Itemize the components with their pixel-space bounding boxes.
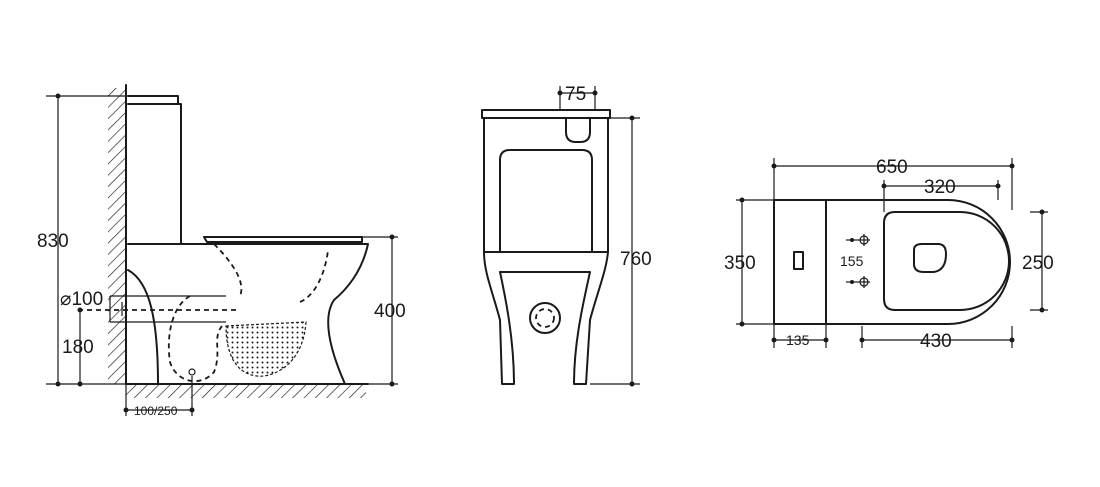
dim-rough-in: 100/250 — [134, 404, 178, 418]
foot-curve — [127, 269, 159, 385]
flush-button-icon — [565, 117, 591, 143]
base-outline — [483, 251, 609, 385]
outlet-pipe — [109, 295, 226, 323]
drain-icon — [913, 243, 947, 273]
dim-430: 430 — [920, 331, 952, 352]
top-view: 155 650 320 350 250 135 — [724, 157, 1054, 352]
side-view: 830 ⌀100 180 400 100/250 — [37, 84, 406, 418]
tank-body — [483, 117, 609, 253]
body-outline — [127, 243, 369, 385]
dim-400: 400 — [374, 301, 406, 322]
outlet-outer — [529, 302, 561, 334]
top-outline — [773, 199, 1011, 325]
dim-650: 650 — [876, 157, 908, 178]
dim-155: 155 — [840, 253, 864, 269]
dim-250: 250 — [1022, 253, 1054, 274]
seat-outline — [203, 236, 363, 243]
floor-hatch — [126, 384, 366, 398]
tank-lid — [481, 109, 611, 119]
dim-760: 760 — [620, 249, 652, 270]
dim-830: 830 — [37, 231, 69, 252]
dim-350: 350 — [724, 253, 756, 274]
tank-outline — [127, 95, 182, 245]
wall-hatch — [108, 88, 126, 384]
top-flush-button — [793, 251, 804, 270]
tank-panel — [499, 149, 593, 253]
dim-135: 135 — [786, 332, 810, 348]
dim-180: 180 — [62, 337, 94, 358]
floor-bolt — [188, 368, 196, 376]
outlet-inner — [535, 308, 555, 328]
dim-outlet-diameter: ⌀100 — [60, 289, 103, 310]
dim-320: 320 — [924, 177, 956, 198]
bowl-opening — [883, 211, 1010, 311]
water-area — [225, 321, 307, 377]
front-view: 75 760 — [481, 84, 652, 387]
trapway-hidden — [167, 243, 329, 382]
dim-75: 75 — [565, 84, 586, 105]
